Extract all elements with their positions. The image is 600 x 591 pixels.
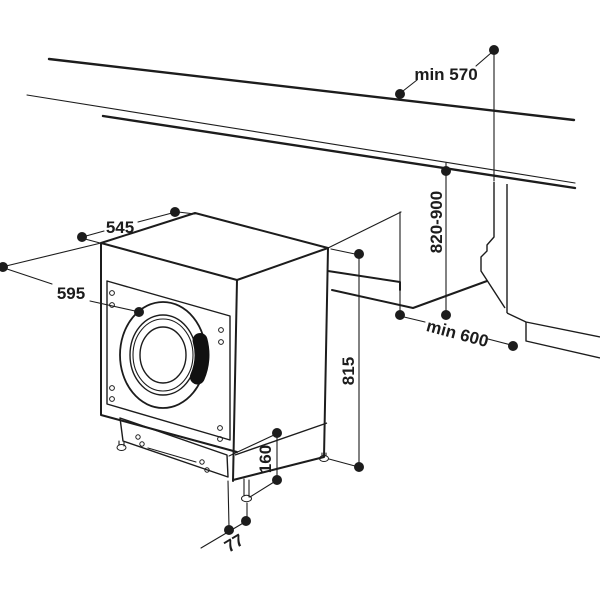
plinth-hole <box>139 441 145 447</box>
screw-hole <box>217 436 223 442</box>
dimension-leader <box>249 481 275 498</box>
foot-stem <box>243 478 250 498</box>
dimension-dot <box>241 516 251 526</box>
dimension-595: 595 <box>0 242 144 317</box>
machine-top-face <box>100 212 329 281</box>
dimension-545: 545 <box>77 207 196 244</box>
machine-plinth <box>119 417 229 478</box>
foot-rear-right <box>319 455 329 462</box>
dimension-dot <box>272 428 282 438</box>
dimension-dot <box>354 249 364 259</box>
dimension-dot <box>489 45 499 55</box>
dimension-dot <box>0 262 8 272</box>
machine-feet <box>116 440 329 503</box>
dimension-dot <box>441 166 451 176</box>
machine-front-face-outline <box>100 242 238 453</box>
foot-front-right <box>241 494 252 503</box>
dimension-dot <box>134 307 144 317</box>
dimension-line <box>403 316 426 323</box>
wall-top-line <box>47 57 576 122</box>
dimension-extension-line <box>227 480 230 528</box>
screw-hole <box>218 339 224 345</box>
dimension-leader <box>228 434 275 457</box>
dimension-815: 815 <box>328 248 364 472</box>
dimension-dot <box>354 462 364 472</box>
dimension-dot <box>395 310 405 320</box>
plinth-slot <box>147 447 197 463</box>
dimension-leader <box>328 458 356 467</box>
dimension-label-min600: min 600 <box>424 316 490 351</box>
dimension-dot <box>508 341 518 351</box>
plinth-hole <box>204 467 210 473</box>
dimension-160: 160 <box>228 428 282 498</box>
screw-hole <box>109 290 115 296</box>
niche-panel-front-edge <box>480 182 506 309</box>
plinth-hole <box>199 459 205 465</box>
niche-floor-back-edge <box>327 270 401 291</box>
dimension-dot <box>441 310 451 320</box>
dimension-820-900: 820-900 <box>427 162 451 320</box>
screw-hole <box>217 425 223 431</box>
dimension-extension-line <box>5 242 102 267</box>
cabinet-plinth-top-line <box>506 312 600 338</box>
dimension-dot <box>170 207 180 217</box>
plinth-hole <box>135 434 141 440</box>
dimension-label-545: 545 <box>106 218 134 237</box>
dimension-line <box>137 212 173 223</box>
dimension-line <box>487 338 512 346</box>
cabinet-plinth-bottom-line <box>525 322 600 359</box>
worktop-surface-line <box>26 94 576 184</box>
cabinet-niche <box>327 182 600 359</box>
dimension-leader <box>84 238 101 244</box>
screw-hole <box>109 396 115 402</box>
door-ring-inner <box>132 318 194 392</box>
niche-floor-front-edge <box>331 280 488 309</box>
worktop <box>26 57 577 190</box>
machine-side-plinth-crease <box>234 422 328 456</box>
dimension-label-160: 160 <box>256 445 275 473</box>
screw-hole <box>109 385 115 391</box>
dimension-leader <box>177 211 196 215</box>
worktop-front-edge <box>101 114 577 190</box>
plinth-face <box>119 417 229 478</box>
dimension-dot <box>272 475 282 485</box>
dimension-label-815: 815 <box>339 357 358 385</box>
dimension-min600: min 600 <box>395 310 518 351</box>
foot-left <box>116 444 127 451</box>
dimension-min570: min 570 <box>395 45 499 182</box>
dimension-label-595: 595 <box>57 284 85 303</box>
dimension-leader <box>402 79 418 92</box>
door-handle <box>189 333 210 385</box>
dimension-label-820-900: 820-900 <box>427 191 446 253</box>
dimension-line <box>6 268 53 285</box>
machine-front-panel <box>106 280 231 441</box>
niche-back-top-edge <box>327 211 402 249</box>
dimension-dot <box>224 525 234 535</box>
washing-machine <box>100 212 329 503</box>
machine-side-outline <box>232 247 329 481</box>
dimension-dot <box>77 232 87 242</box>
dimension-label-min570: min 570 <box>414 65 477 84</box>
screw-hole <box>218 327 224 333</box>
dimension-leader <box>475 52 492 67</box>
door-glass <box>139 326 187 384</box>
machine-side-front-edge <box>232 279 238 482</box>
dimension-line <box>89 300 136 312</box>
dimension-dot <box>395 89 405 99</box>
dimension-leader <box>330 248 356 255</box>
door-porthole <box>119 301 210 409</box>
dimension-line <box>85 230 105 237</box>
